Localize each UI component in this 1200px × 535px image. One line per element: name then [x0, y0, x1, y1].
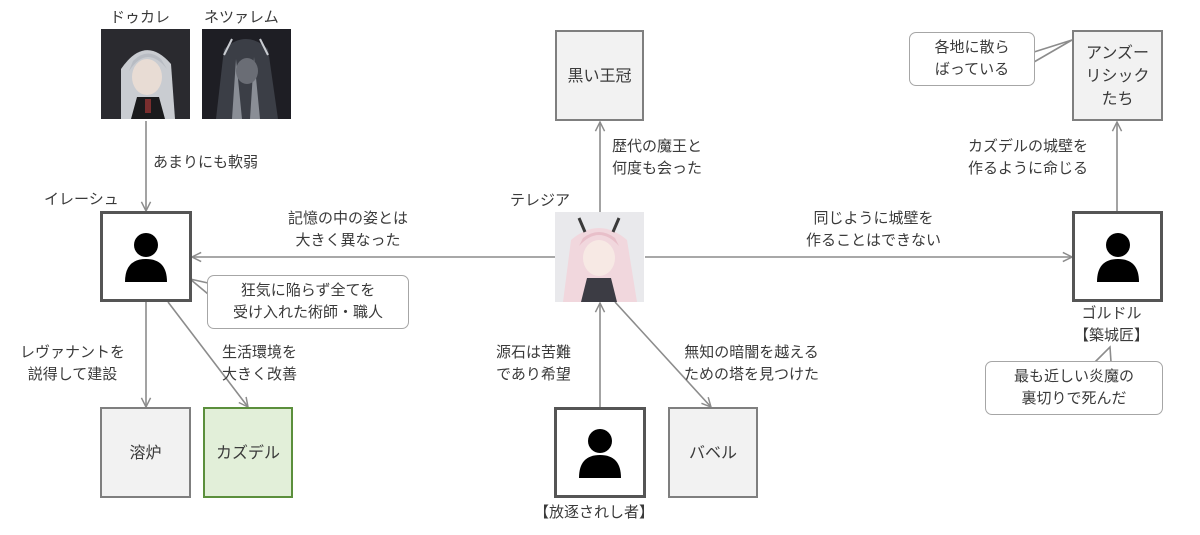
- ilesh-person-box: [100, 211, 192, 302]
- edge-label-line: カズデルの城壁を: [968, 136, 1088, 158]
- callout-line: ばっている: [920, 59, 1024, 81]
- edge-label-persuade: レヴァナントを 説得して建設: [20, 342, 125, 386]
- edge-label-line: 無知の暗闇を越える: [684, 342, 819, 364]
- dokale-portrait: [101, 29, 190, 119]
- callout-pointer-artisan: [190, 279, 208, 294]
- edge-label-origin: 源石は苦難 であり希望: [496, 342, 571, 386]
- callout-pointer-scattered: [1034, 40, 1072, 62]
- edge-label-order-wall: カズデルの城壁を 作るように命じる: [968, 136, 1088, 180]
- goldol-person-box: [1072, 211, 1163, 302]
- edge-label-tower: 無知の暗闇を越える ための塔を見つけた: [684, 342, 819, 386]
- edge-label-same-wall: 同じように城壁を 作ることはできない: [806, 208, 941, 252]
- callout-line: 最も近しい炎魔の: [996, 366, 1152, 388]
- edge-label-line: 説得して建設: [20, 364, 125, 386]
- callout-line: 狂気に陥らず全てを: [218, 280, 398, 302]
- edge-label-line: 作るように命じる: [968, 158, 1088, 180]
- person-icon: [123, 232, 169, 282]
- edge-label-line: 同じように城壁を: [806, 208, 941, 230]
- edge-label-line: 大きく異なった: [288, 230, 408, 252]
- callout-betrayal: 最も近しい炎魔の 裏切りで死んだ: [985, 361, 1163, 415]
- nezuaremu-portrait: [202, 29, 291, 119]
- callout-pointer-betrayal: [1095, 347, 1111, 362]
- ilesh-name: イレーシュ: [44, 189, 119, 211]
- edge-label-line: 歴代の魔王と: [612, 136, 702, 158]
- person-icon: [1095, 232, 1141, 282]
- node-ansu-line: リシック: [1085, 64, 1149, 87]
- callout-artisan: 狂気に陥らず全てを 受け入れた術師・職人: [207, 275, 409, 329]
- edge-label-line: 作ることはできない: [806, 230, 941, 252]
- edge-label-line: 何度も会った: [612, 158, 702, 180]
- edge-label-improve: 生活環境を 大きく改善: [222, 342, 297, 386]
- exile-person-box: [554, 407, 646, 498]
- callout-line: 受け入れた術師・職人: [218, 302, 398, 324]
- exile-title: 【放逐されし者】: [534, 502, 654, 524]
- edge-label-line: 源石は苦難: [496, 342, 571, 364]
- edge-label-line: 記憶の中の姿とは: [288, 208, 408, 230]
- callout-line: 各地に散ら: [920, 37, 1024, 59]
- theresia-portrait: [555, 212, 644, 302]
- goldol-name-line: ゴルドル: [1074, 303, 1149, 325]
- edge-label-memory: 記憶の中の姿とは 大きく異なった: [288, 208, 408, 252]
- node-ansu-line: アンズー: [1086, 41, 1149, 64]
- edge-label-line: ための塔を見つけた: [684, 364, 819, 386]
- edge-label-met-kings: 歴代の魔王と 何度も会った: [612, 136, 702, 180]
- goldol-name: ゴルドル 【築城匠】: [1074, 303, 1149, 347]
- node-kazdel: カズデル: [203, 407, 293, 498]
- edge-label-line: レヴァナントを: [20, 342, 125, 364]
- node-babel: バベル: [668, 407, 758, 498]
- dokale-name: ドゥカレ: [110, 7, 170, 29]
- node-ansu-lithics: アンズー リシック たち: [1072, 30, 1163, 121]
- node-furnace: 溶炉: [100, 407, 191, 498]
- node-black-crown: 黒い王冠: [555, 30, 644, 121]
- edge-label-too-weak: あまりにも軟弱: [153, 152, 258, 174]
- node-ansu-line: たち: [1101, 87, 1133, 110]
- callout-line: 裏切りで死んだ: [996, 388, 1152, 410]
- edge-label-line: 大きく改善: [222, 364, 297, 386]
- theresia-name: テレジア: [510, 190, 570, 212]
- nezuaremu-name: ネツァレム: [204, 7, 279, 29]
- goldol-title: 【築城匠】: [1074, 325, 1149, 347]
- edge-label-line: 生活環境を: [222, 342, 297, 364]
- person-icon: [577, 428, 623, 478]
- callout-scattered: 各地に散ら ばっている: [909, 32, 1035, 86]
- edge-label-line: であり希望: [496, 364, 571, 386]
